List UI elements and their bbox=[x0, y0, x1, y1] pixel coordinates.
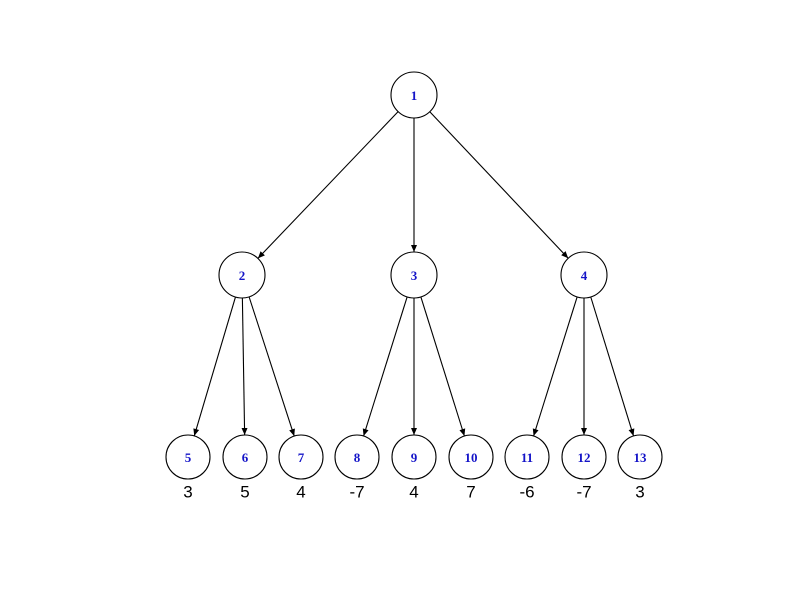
edge-arrowhead bbox=[241, 427, 248, 436]
edge-arrowhead bbox=[362, 428, 369, 437]
node-label: 2 bbox=[239, 268, 246, 283]
tree-edge bbox=[411, 298, 417, 435]
tree-edge bbox=[411, 118, 417, 252]
tree-edge bbox=[362, 296, 408, 437]
node-circle[interactable] bbox=[165, 434, 211, 480]
tree-node-6[interactable]: 6 bbox=[222, 434, 268, 480]
node-label: 10 bbox=[465, 450, 478, 465]
node-label: 3 bbox=[411, 268, 418, 283]
edge-arrowhead bbox=[411, 245, 417, 252]
node-circle[interactable] bbox=[560, 251, 608, 299]
node-circle[interactable] bbox=[334, 434, 380, 480]
leaf-value: 7 bbox=[466, 483, 475, 502]
node-label: 8 bbox=[354, 450, 361, 465]
node-label: 12 bbox=[578, 450, 591, 465]
edge-arrowhead bbox=[193, 428, 200, 436]
node-circle[interactable] bbox=[617, 434, 663, 480]
node-circle[interactable] bbox=[218, 251, 266, 299]
node-circle[interactable] bbox=[391, 434, 437, 480]
leaf-values-layer: 3 5 4 -7 4 7 -6 -7 3 bbox=[183, 483, 644, 502]
edge-arrowhead bbox=[459, 428, 466, 437]
edge-arrowhead bbox=[532, 428, 539, 437]
node-circle[interactable] bbox=[390, 71, 438, 119]
leaf-value: 4 bbox=[409, 483, 418, 502]
node-circle[interactable] bbox=[561, 434, 607, 480]
node-label: 6 bbox=[242, 450, 249, 465]
tree-node-3[interactable]: 3 bbox=[390, 251, 438, 299]
node-label: 1 bbox=[411, 88, 418, 103]
node-label: 7 bbox=[298, 450, 305, 465]
node-circle[interactable] bbox=[390, 251, 438, 299]
tree-node-11[interactable]: 11 bbox=[504, 434, 550, 480]
leaf-value: -7 bbox=[349, 483, 364, 502]
tree-edge bbox=[420, 296, 466, 437]
leaf-value: 5 bbox=[240, 483, 249, 502]
tree-edge bbox=[241, 297, 248, 436]
tree-edge bbox=[193, 296, 236, 437]
tree-edge bbox=[257, 111, 399, 259]
tree-node-4[interactable]: 4 bbox=[560, 251, 608, 299]
tree-node-10[interactable]: 10 bbox=[448, 434, 494, 480]
leaf-value: -6 bbox=[519, 483, 534, 502]
edges-layer bbox=[193, 111, 635, 437]
node-label: 4 bbox=[581, 268, 588, 283]
node-circle[interactable] bbox=[504, 434, 550, 480]
edge-arrowhead bbox=[257, 251, 265, 259]
tree-node-13[interactable]: 13 bbox=[617, 434, 663, 480]
leaf-value: 3 bbox=[635, 483, 644, 502]
tree-node-12[interactable]: 12 bbox=[561, 434, 607, 480]
tree-node-8[interactable]: 8 bbox=[334, 434, 380, 480]
tree-node-2[interactable]: 2 bbox=[218, 251, 266, 299]
tree-node-7[interactable]: 7 bbox=[278, 434, 324, 480]
leaf-value: 4 bbox=[296, 483, 305, 502]
tree-node-9[interactable]: 9 bbox=[391, 434, 437, 480]
tree-edge bbox=[590, 296, 635, 437]
node-circle[interactable] bbox=[222, 434, 268, 480]
node-label: 5 bbox=[185, 450, 192, 465]
node-circle[interactable] bbox=[448, 434, 494, 480]
edge-arrowhead bbox=[411, 428, 417, 435]
node-label: 9 bbox=[411, 450, 418, 465]
node-label: 13 bbox=[634, 450, 648, 465]
edge-arrowhead bbox=[628, 428, 635, 436]
tree-edge bbox=[429, 111, 569, 259]
node-circle[interactable] bbox=[278, 434, 324, 480]
leaf-value: 3 bbox=[183, 483, 192, 502]
tree-edge bbox=[248, 296, 295, 437]
tree-edge bbox=[581, 298, 587, 435]
tree-edge bbox=[532, 296, 578, 437]
tree-node-1[interactable]: 1 bbox=[390, 71, 438, 119]
edge-arrowhead bbox=[581, 428, 587, 435]
tree-node-5[interactable]: 5 bbox=[165, 434, 211, 480]
leaf-value: -7 bbox=[576, 483, 591, 502]
edge-arrowhead bbox=[289, 428, 295, 437]
node-label: 11 bbox=[521, 450, 533, 465]
edge-arrowhead bbox=[561, 251, 569, 259]
